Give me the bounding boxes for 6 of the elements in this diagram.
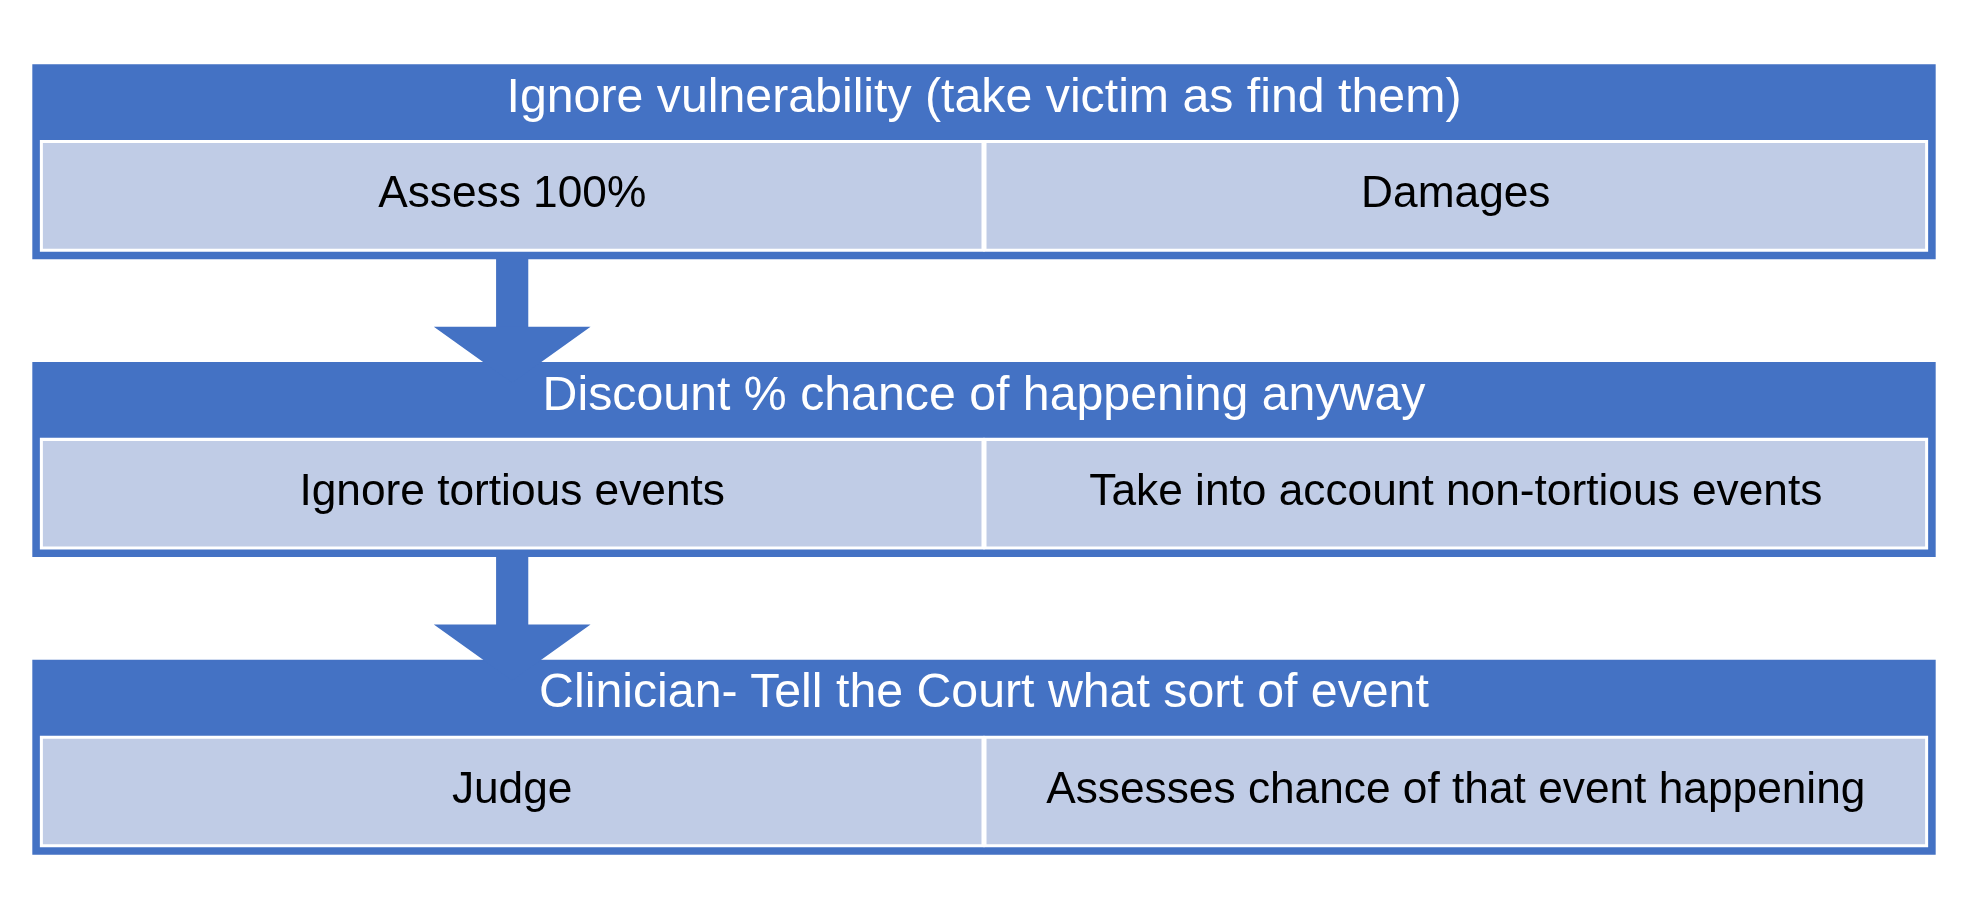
node-box: Ignore tortious events (39, 437, 984, 550)
node-box: Judge (39, 735, 984, 847)
node-box: Take into account non-tortious events (983, 437, 1928, 550)
node-box: Assess 100% (39, 139, 984, 252)
node-box: Damages (983, 139, 1928, 252)
node-box: Assesses chance of that event happening (983, 735, 1928, 847)
